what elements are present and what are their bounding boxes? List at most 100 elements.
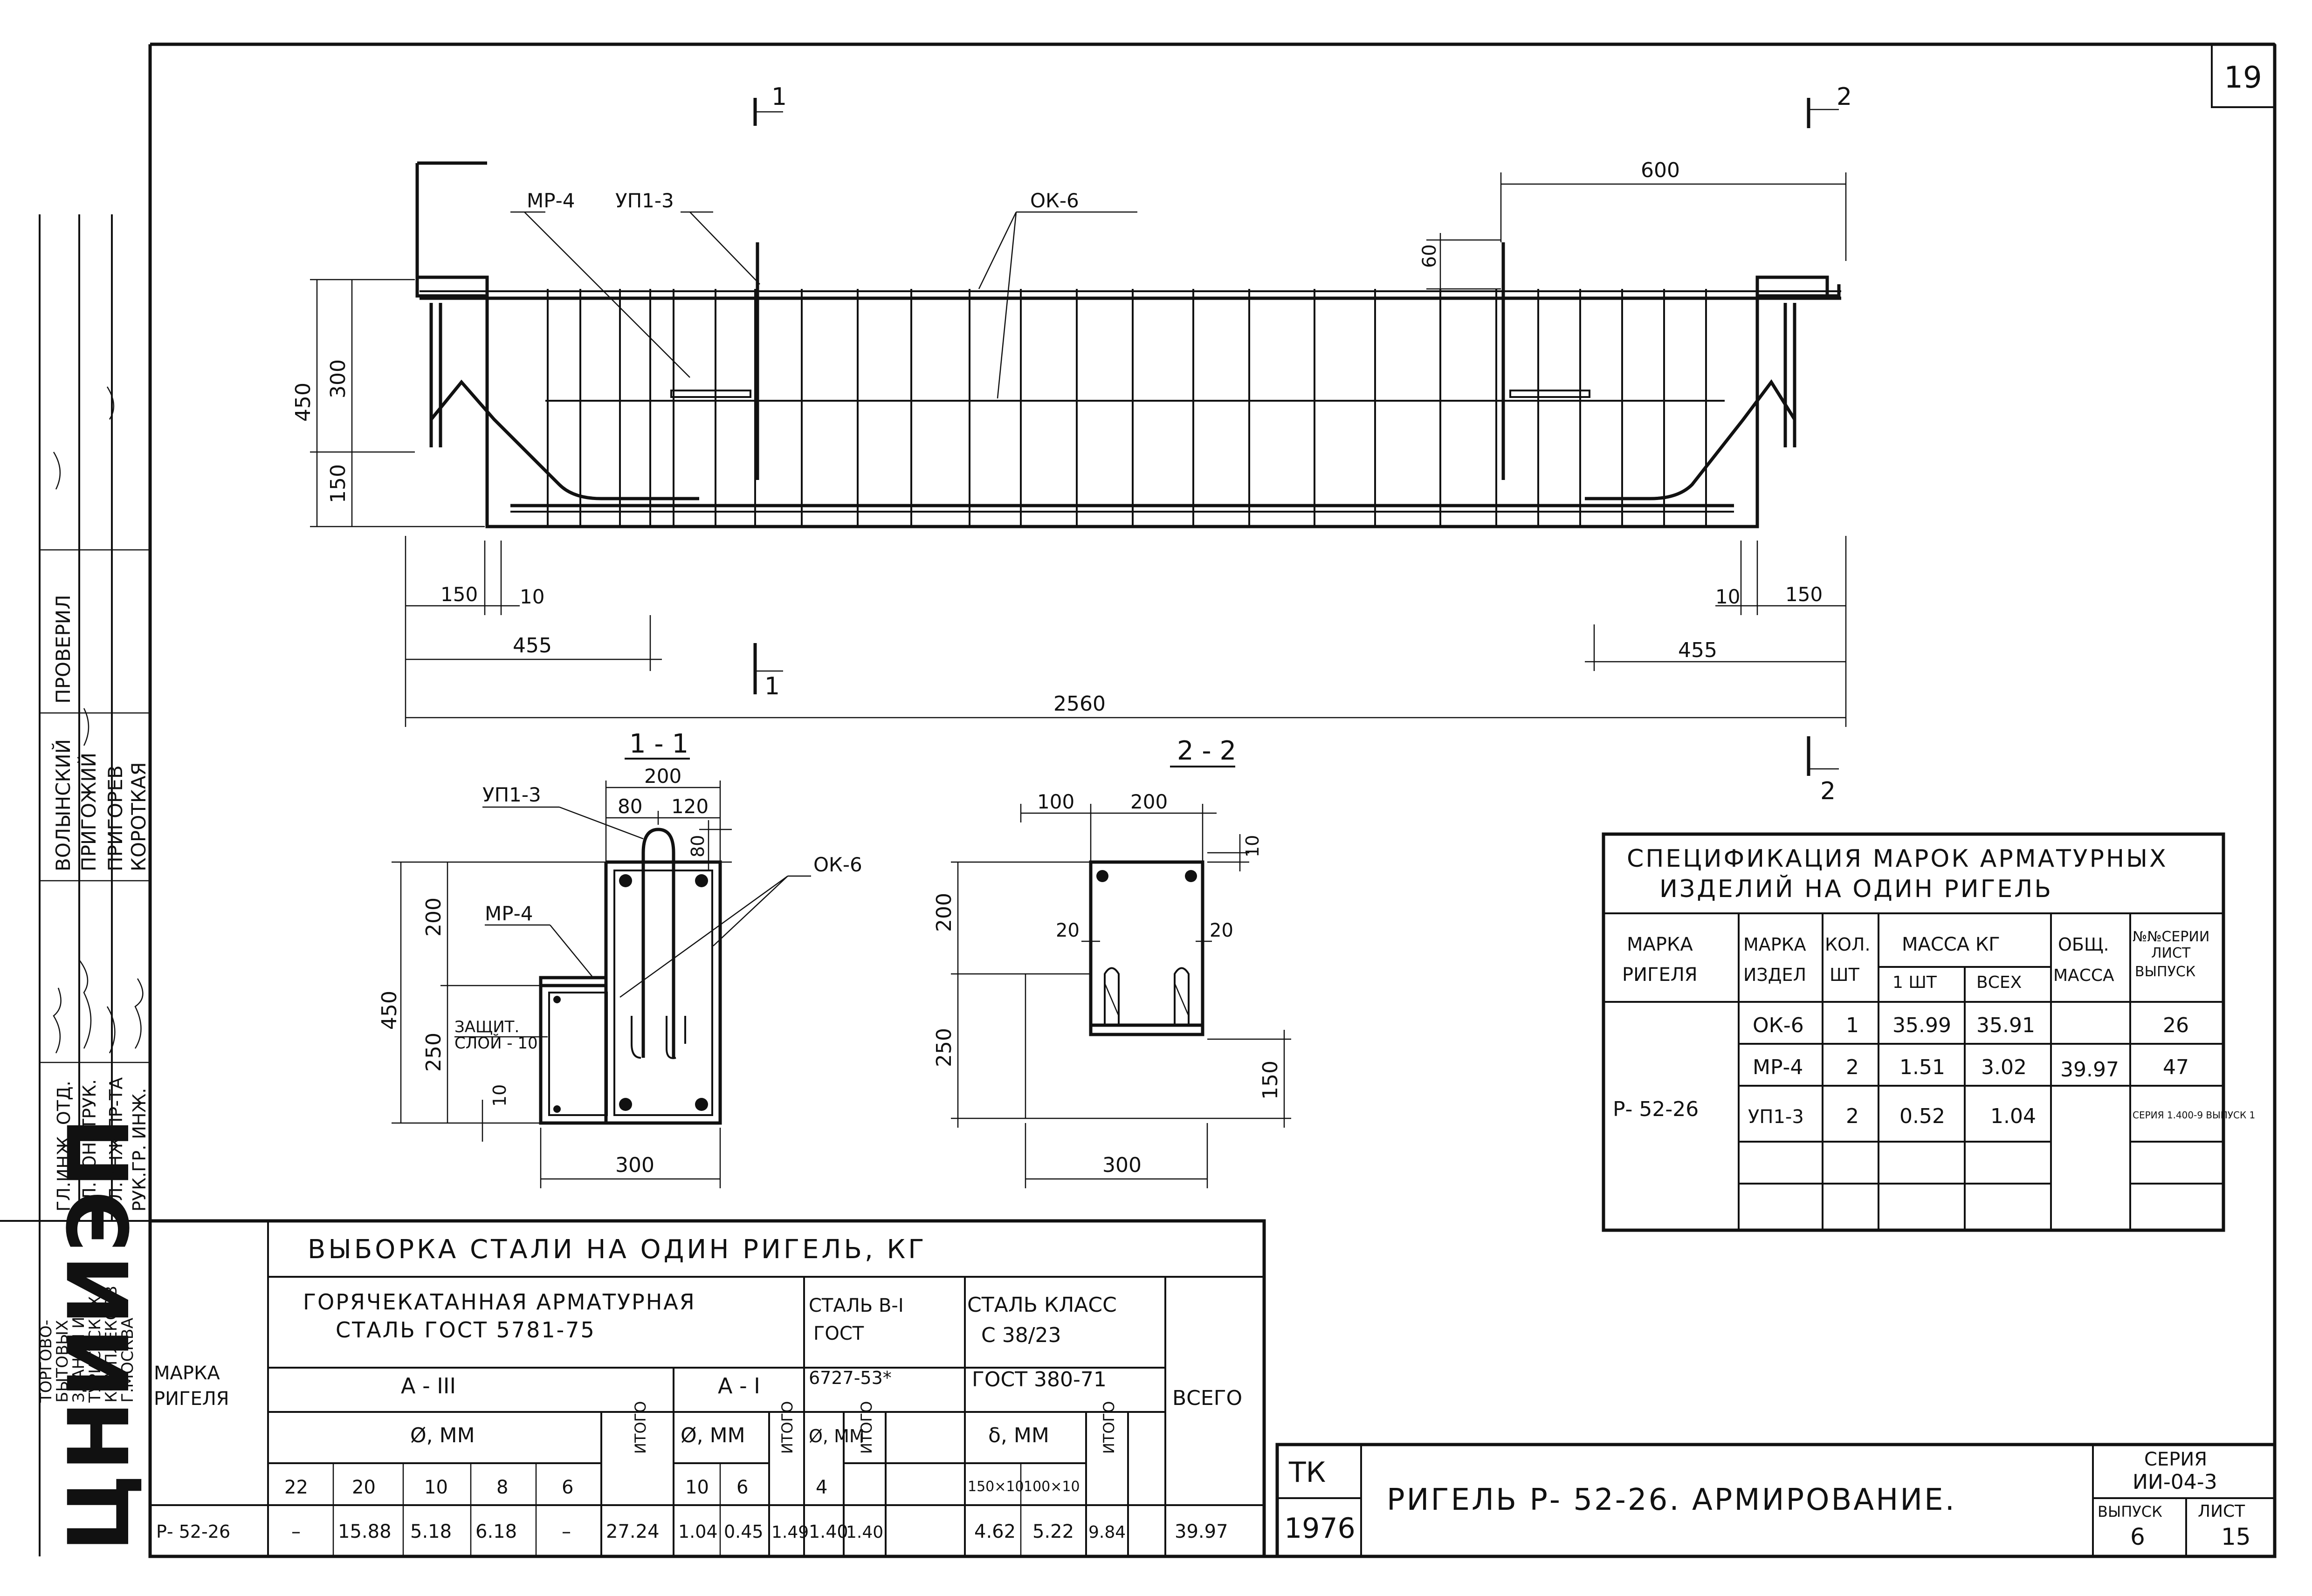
diam-20: 20 <box>352 1477 376 1498</box>
sheet-title: РИГЕЛЬ Р- 52-26. АРМИРОВАНИЕ. <box>1387 1483 1956 1517</box>
steel-title: ВЫБОРКА СТАЛИ НА ОДИН РИГЕЛЬ, КГ <box>308 1234 927 1265</box>
sheet-number: 19 <box>2224 61 2262 95</box>
spec-h-kol-2: ШТ <box>1830 965 1860 985</box>
org-line-6: Г.МОСКВА <box>118 1318 137 1403</box>
spec-total-mass: 39.97 <box>2060 1058 2119 1082</box>
org-line-2: БЫТОВЫХ <box>53 1320 72 1403</box>
section-1-cover-1: ЗАЩИТ. <box>454 1018 519 1036</box>
institute-logo: ЦНИИЭП <box>51 1115 148 1552</box>
name-2: ПРИГОЖИЙ <box>77 753 100 871</box>
series-label: СЕРИЯ <box>2144 1449 2207 1470</box>
label-mr4: МР-4 <box>527 189 575 212</box>
dim-10-right: 10 <box>1715 585 1740 608</box>
label-ok6: ОК-6 <box>1030 189 1079 212</box>
plate-150: 150×10 <box>968 1479 1024 1495</box>
right-plate-mr4 <box>1509 390 1590 398</box>
hot-rolled-2: СТАЛЬ ГОСТ 5781-75 <box>336 1317 596 1343</box>
role-1: ГЛ.ИНЖ. ОТД. <box>54 1081 74 1212</box>
a3-label: А - III <box>401 1373 456 1398</box>
spec-table: СПЕЦИФИКАЦИЯ МАРОК АРМАТУРНЫХ ИЗДЕЛИЙ НА… <box>1602 832 2255 1232</box>
section-2-dim-20-left: 20 <box>1056 920 1080 941</box>
row-plate-100: 5.22 <box>1032 1521 1074 1542</box>
row-a1-6: 0.45 <box>724 1521 764 1542</box>
dim-150-right: 150 <box>1785 583 1823 606</box>
left-plate-mr4 <box>670 390 751 398</box>
section-1-stirrup <box>613 870 713 1116</box>
section-2-dim-100: 100 <box>1037 790 1074 813</box>
section-1-plate <box>539 976 608 987</box>
spec-row2-all: 3.02 <box>1981 1055 2027 1079</box>
row-a3-6: – <box>562 1521 571 1542</box>
list-label: ЛИСТ <box>2198 1502 2245 1521</box>
section-1-hooks <box>631 1016 686 1059</box>
itogo-a1: ИТОГО <box>778 1401 796 1454</box>
section-1-loop <box>641 828 675 1058</box>
spec-title-2: ИЗДЕЛИЙ НА ОДИН РИГЕЛЬ <box>1659 875 2053 903</box>
section-1-dim-h450: 450 <box>378 991 401 1030</box>
spec-h-ser-1: №№СЕРИИ <box>2133 929 2209 945</box>
year: 1976 <box>1284 1512 1356 1545</box>
cut-1-top: 1 <box>771 83 787 111</box>
cut-2-bottom: 2 <box>1820 777 1836 805</box>
cut-2-top: 2 <box>1837 83 1852 111</box>
spec-h-obsch-2: МАССА <box>2053 966 2114 985</box>
section-2-dim-h250: 250 <box>932 1028 956 1067</box>
section-2-bottom-plate <box>1089 1023 1204 1036</box>
spec-row3-qty: 2 <box>1846 1104 1859 1128</box>
spec-h-ser-3: ВЫПУСК <box>2135 964 2195 980</box>
section-1-dim-120: 120 <box>671 795 709 818</box>
row-plates-total: 9.84 <box>1088 1523 1126 1542</box>
phi-mm-a1: Ø, ММ <box>681 1424 745 1447</box>
signature-marks <box>53 386 115 746</box>
name-4: КОРОТКАЯ <box>127 762 150 871</box>
label-up13: УП1-3 <box>615 189 674 212</box>
dim-600: 600 <box>1641 158 1680 182</box>
stirrups <box>547 289 1707 527</box>
diam-8: 8 <box>496 1477 508 1498</box>
row-b1-total: 1.40 <box>846 1523 883 1542</box>
dim-450: 450 <box>291 383 315 422</box>
row-a1-10: 1.04 <box>678 1521 718 1542</box>
beam-outline <box>415 161 1841 528</box>
spec-row2-one: 1.51 <box>1899 1055 1945 1079</box>
section-1-dim-h10: 10 <box>489 1084 510 1107</box>
list-value: 15 <box>2221 1523 2251 1550</box>
spec-h-kol-1: КОЛ. <box>1825 934 1871 955</box>
plate-100: 100×10 <box>1024 1479 1080 1495</box>
section-1-up13: УП1-3 <box>482 783 541 806</box>
name-1: ВОЛЫНСКИЙ <box>51 739 75 871</box>
itogo-plates: ИТОГО <box>1100 1401 1118 1454</box>
spec-h-marka-izdel-2: ИЗДЕЛ <box>1743 965 1806 985</box>
elevation-dimensions: 600 60 450 300 150 150 10 10 150 <box>291 158 1847 727</box>
section-2-dim-20-right: 20 <box>1210 920 1233 941</box>
title-block: ТК 1976 РИГЕЛЬ Р- 52-26. АРМИРОВАНИЕ. СЕ… <box>1275 1443 2277 1558</box>
spec-row3-one: 0.52 <box>1899 1104 1945 1128</box>
row-a3-total: 27.24 <box>606 1521 660 1542</box>
gost-6727: 6727-53* <box>809 1368 892 1388</box>
section-1-dim-h200: 200 <box>422 897 446 937</box>
diam-a1-10: 10 <box>685 1477 709 1498</box>
dim-455-right: 455 <box>1678 638 1717 662</box>
role-3: ГЛ.ИНЖ.ПР-ТА <box>106 1077 126 1212</box>
left-support-plate <box>415 275 489 298</box>
series-value: ИИ-04-3 <box>2133 1470 2217 1494</box>
spec-h-marka-izdel-1: МАРКА <box>1743 934 1806 955</box>
spec-h-ser-2: ЛИСТ <box>2151 945 2191 961</box>
spec-row2-qty: 2 <box>1846 1055 1859 1079</box>
section-1-title: 1 - 1 <box>629 729 688 759</box>
right-support-plate <box>1755 275 1829 298</box>
dim-60: 60 <box>1419 244 1440 268</box>
role-2: ГЛ.КОНСТРУК. <box>79 1079 100 1212</box>
left-title-strip: ТОРГОВО- БЫТОВЫХ ЗДАНИЙ И ТУРИСТСКИХ КОМ… <box>0 214 150 1556</box>
section-1-dim-h250: 250 <box>422 1033 446 1072</box>
left-bent-bar <box>430 379 699 500</box>
vsego-label: ВСЕГО <box>1172 1386 1242 1410</box>
gost-380: ГОСТ 380-71 <box>972 1368 1107 1391</box>
spec-row1-one: 35.99 <box>1892 1014 1951 1037</box>
dim-2560: 2560 <box>1053 692 1106 716</box>
checked-label: ПРОВЕРИЛ <box>52 595 75 704</box>
dim-150: 150 <box>326 464 350 503</box>
vypusk-label: ВЫПУСК <box>2098 1503 2162 1521</box>
cut-1-bottom: 1 <box>764 672 780 700</box>
steel-class-1: СТАЛЬ КЛАСС <box>967 1293 1117 1317</box>
